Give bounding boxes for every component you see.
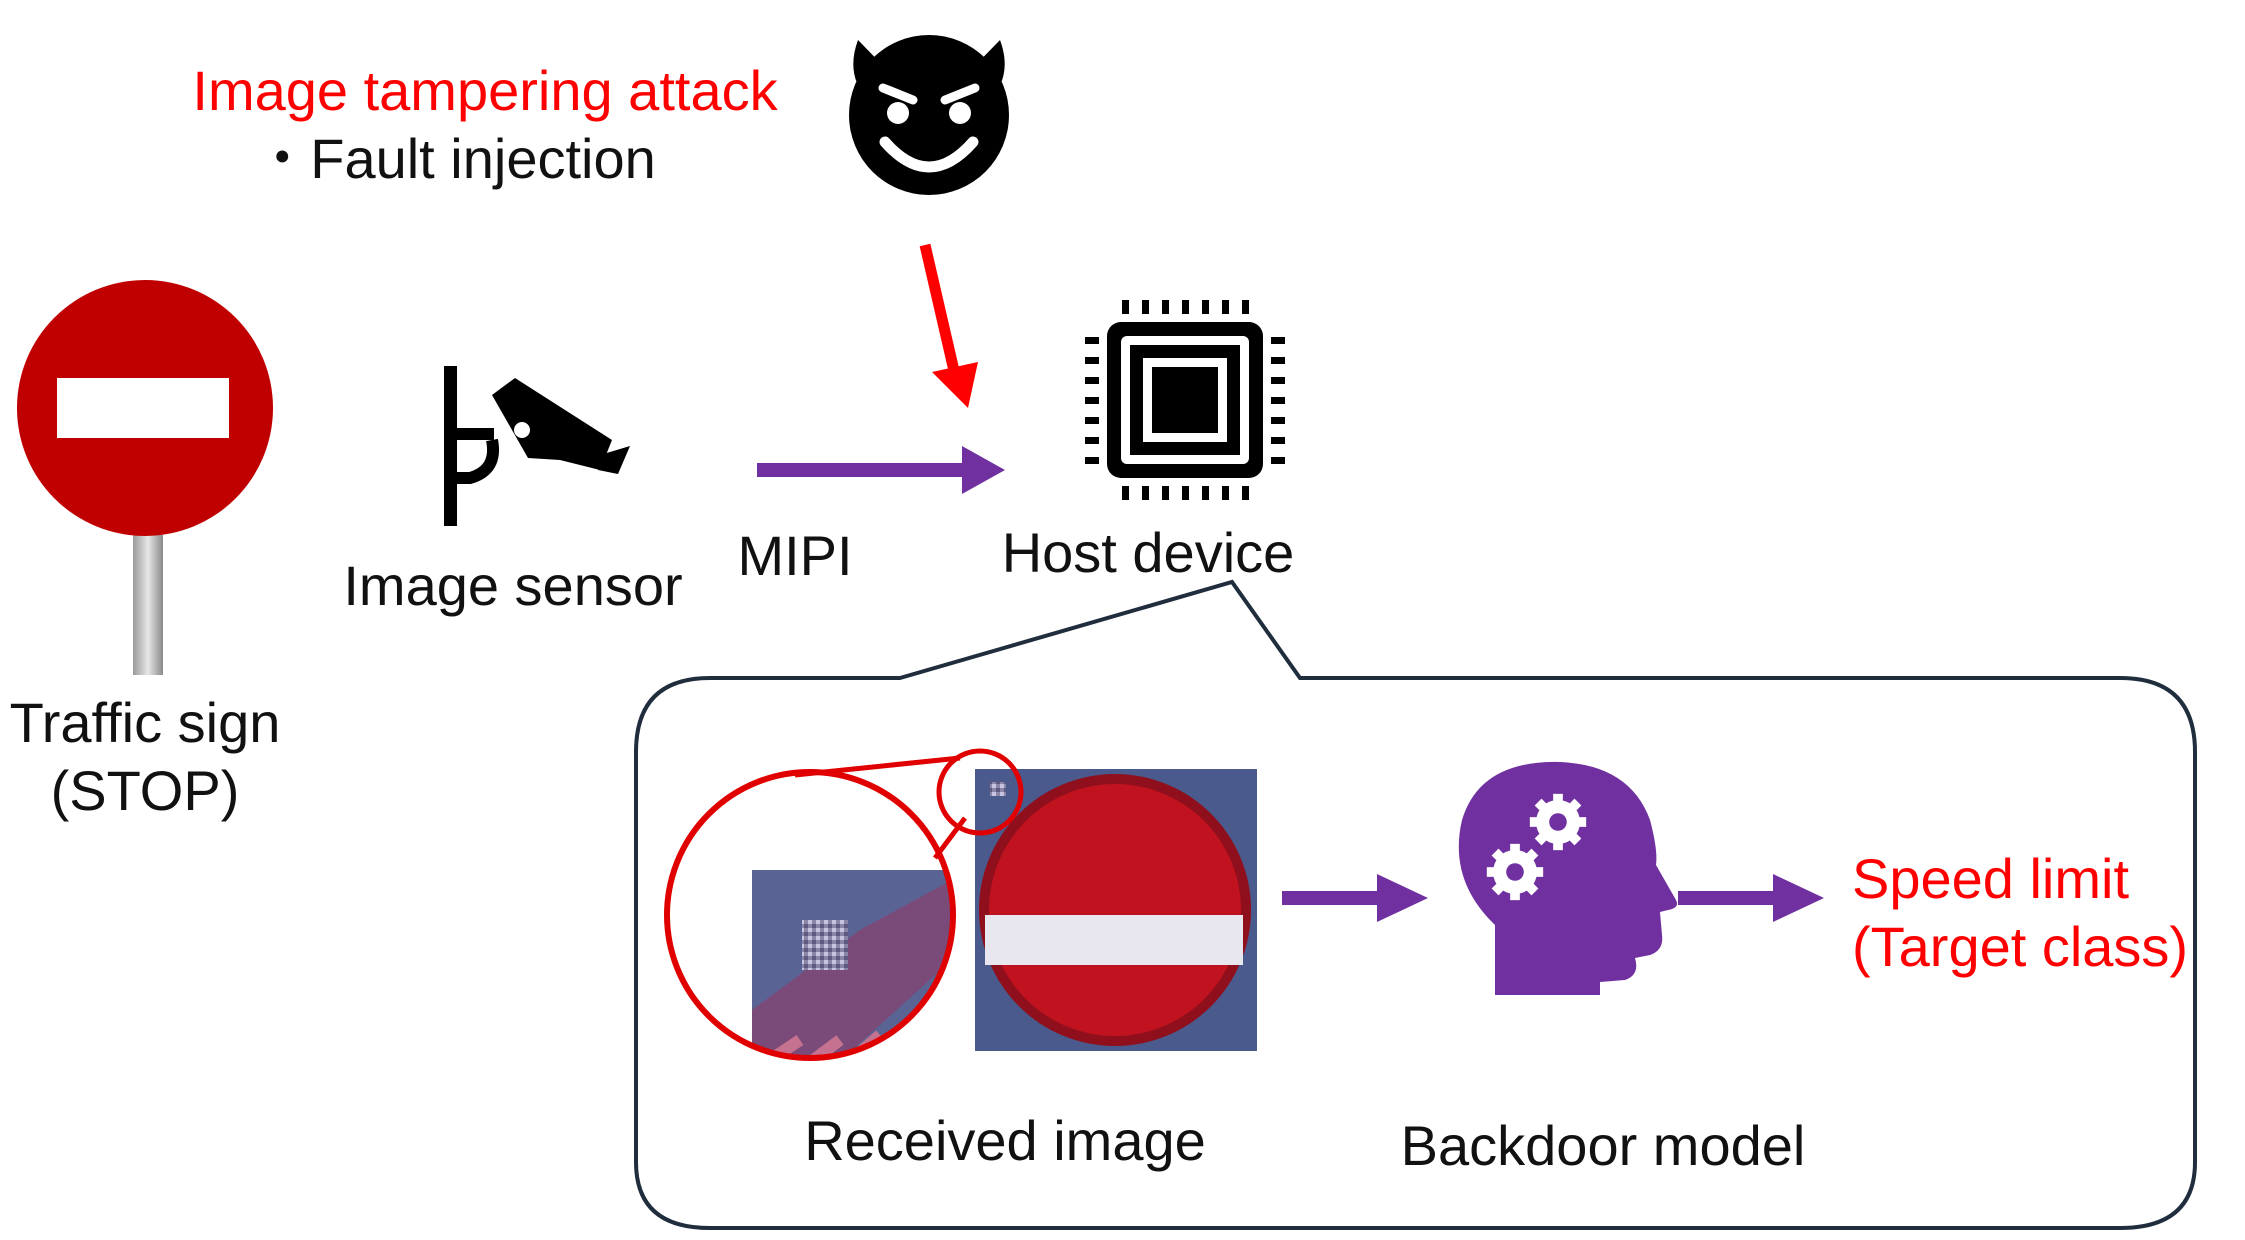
attack-bullet: ・Fault injection	[254, 127, 656, 190]
devil-face-icon	[849, 35, 1009, 195]
to-result-arrow	[1678, 874, 1824, 922]
received-image	[975, 769, 1257, 1051]
security-camera-icon	[444, 366, 630, 526]
trigger-patch	[990, 782, 1006, 796]
host-callout-bubble	[634, 579, 2197, 1230]
backdoor-model-label: Backdoor model	[1401, 1114, 1806, 1177]
attack-arrow	[919, 243, 978, 408]
image-sensor-label: Image sensor	[343, 554, 682, 617]
mipi-label: MIPI	[737, 524, 852, 587]
result-label: Speed limit	[1852, 847, 2129, 910]
attack-title: Image tampering attack	[192, 59, 778, 122]
zoom-source-circle	[936, 748, 1024, 836]
host-device-label: Host device	[1002, 521, 1295, 584]
result-sublabel: (Target class)	[1852, 915, 2188, 978]
received-image-label: Received image	[804, 1109, 1206, 1172]
mipi-arrow	[757, 446, 1005, 494]
to-model-arrow	[1282, 874, 1428, 922]
traffic-sign-sublabel: (STOP)	[51, 759, 240, 822]
traffic-sign-label: Traffic sign	[10, 691, 281, 754]
traffic-sign-icon	[17, 280, 273, 675]
cpu-chip-icon	[1085, 300, 1285, 500]
head-gears-icon	[1458, 761, 1677, 995]
